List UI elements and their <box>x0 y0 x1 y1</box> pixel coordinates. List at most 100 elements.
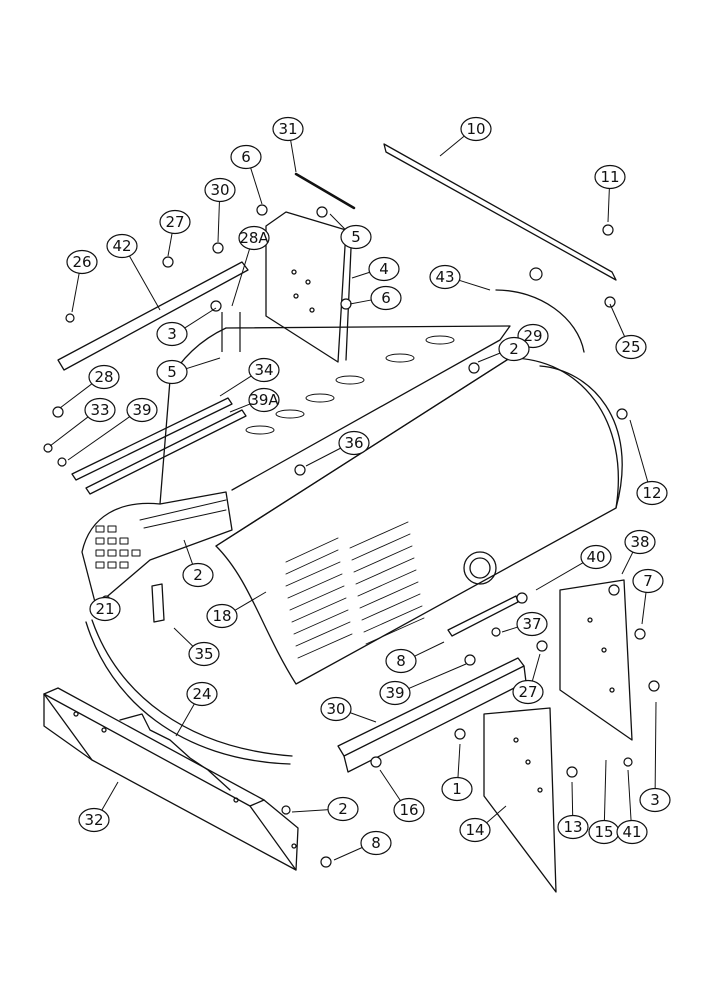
part-spring-31 <box>294 172 356 210</box>
callout-bubble <box>156 321 188 347</box>
callout-bubble <box>272 116 304 142</box>
callout-number: 5 <box>351 228 361 246</box>
callout-28: 28 <box>88 364 120 390</box>
leader-line <box>641 591 647 625</box>
callout-bubble <box>84 397 116 423</box>
leader-line <box>229 403 251 413</box>
part-strip-37 <box>447 595 519 637</box>
leader-line <box>413 641 445 658</box>
leader-line <box>329 213 346 231</box>
callout-number: 29 <box>523 327 542 345</box>
nut-8a <box>634 628 646 640</box>
callout-39a: 39A <box>248 387 280 413</box>
leader-line <box>501 626 519 633</box>
callout-number: 28 <box>94 368 113 386</box>
part-angle-bar <box>337 657 527 773</box>
callout-bubble <box>516 611 548 637</box>
bolts-28 <box>221 312 241 352</box>
callout-13: 13 <box>557 814 589 840</box>
callout-number: 28A <box>239 229 269 247</box>
callout-number: 14 <box>465 821 484 839</box>
callout-number: 41 <box>622 823 641 841</box>
callout-26: 26 <box>66 249 98 275</box>
callout-number: 15 <box>594 823 613 841</box>
callout-bubble <box>460 116 492 142</box>
callout-number: 10 <box>466 120 485 138</box>
part-side-plate-13 <box>483 707 557 893</box>
leader-line <box>349 299 373 305</box>
callout-number: 32 <box>84 811 103 829</box>
leader-line <box>457 743 461 779</box>
callout-2: 2 <box>327 796 359 822</box>
leader-line <box>349 711 377 723</box>
leader-line <box>167 232 173 257</box>
leader-line <box>231 248 251 307</box>
nut-8b <box>281 805 291 815</box>
leader-line <box>439 135 466 157</box>
callout-39: 39 <box>379 680 411 706</box>
callout-bubble <box>557 814 589 840</box>
bolt-7a <box>608 584 620 596</box>
bolt-2a <box>616 408 628 420</box>
bolt-14 <box>370 756 382 768</box>
callout-number: 27 <box>165 213 184 231</box>
leader-line <box>219 375 253 397</box>
callout-number: 5 <box>167 363 177 381</box>
callout-number: 40 <box>586 548 605 566</box>
callout-bubble <box>370 285 402 311</box>
callout-8: 8 <box>360 830 392 856</box>
leader-line <box>71 272 80 313</box>
callout-42: 42 <box>106 233 138 259</box>
leader-line <box>621 551 634 575</box>
washer-12 <box>604 296 616 308</box>
part-upper-plate <box>265 211 353 363</box>
callout-28a: 28A <box>238 225 270 251</box>
leader-line <box>101 781 119 811</box>
part-bar-left <box>57 261 249 371</box>
callout-32: 32 <box>78 807 110 833</box>
callout-3: 3 <box>156 321 188 347</box>
leader-line <box>49 416 89 447</box>
leader-line <box>185 357 221 370</box>
part-arc-wire <box>495 289 585 353</box>
callout-number: 6 <box>381 289 391 307</box>
part-bracket-40 <box>151 583 165 623</box>
callout-number: 25 <box>621 338 640 356</box>
cover-perforations <box>95 335 455 569</box>
callout-bubble <box>360 830 392 856</box>
callout-11: 11 <box>594 164 626 190</box>
callout-bubble <box>393 797 425 823</box>
callout-number: 38 <box>630 533 649 551</box>
callout-bubble <box>89 596 121 622</box>
leader-line <box>250 167 263 205</box>
callout-bubble <box>429 264 461 290</box>
hardware <box>43 204 660 868</box>
callout-bubble <box>78 807 110 833</box>
callout-number: 21 <box>95 600 114 618</box>
part-bar-top <box>383 143 617 281</box>
callout-25: 25 <box>615 334 647 360</box>
leader-line <box>173 627 194 648</box>
bolt-5b <box>468 362 480 374</box>
callout-bubble <box>512 679 544 705</box>
callout-12: 12 <box>636 480 668 506</box>
callout-number: 24 <box>192 685 211 703</box>
callout-6: 6 <box>230 144 262 170</box>
callout-1: 1 <box>441 776 473 802</box>
leader-line <box>477 352 502 363</box>
callout-bubble <box>639 787 671 813</box>
nut-30b <box>536 640 548 652</box>
callout-2: 2 <box>182 562 214 588</box>
callout-bubble <box>327 796 359 822</box>
callout-27: 27 <box>512 679 544 705</box>
callout-bubble <box>88 364 120 390</box>
callout-number: 30 <box>210 181 229 199</box>
leader-line <box>485 805 507 824</box>
nut-39b <box>491 627 501 637</box>
callout-37: 37 <box>516 611 548 637</box>
callout-number: 3 <box>167 325 177 343</box>
callout-number: 33 <box>90 401 109 419</box>
callout-bubble <box>248 357 280 383</box>
